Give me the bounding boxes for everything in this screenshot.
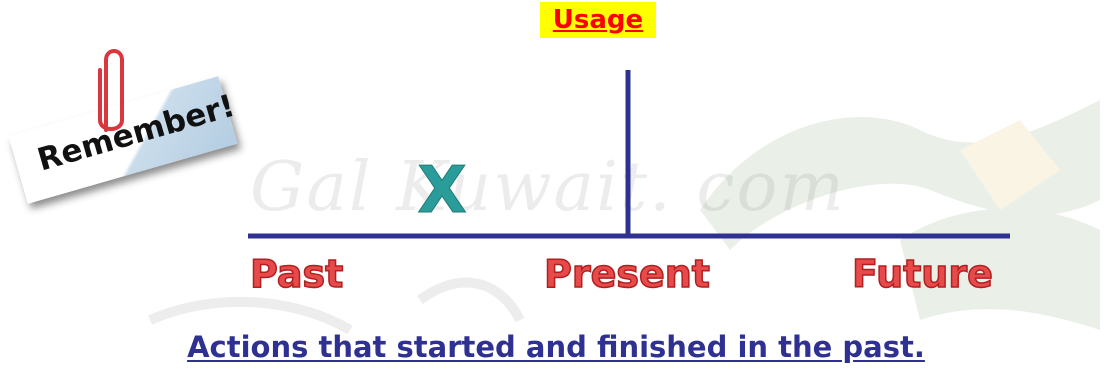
page-title: Usage	[540, 2, 656, 38]
x-marker-icon: X	[417, 158, 467, 218]
paperclip-icon	[98, 49, 124, 132]
label-future: Future	[851, 251, 993, 297]
usage-caption: Actions that started and finished in the…	[187, 330, 925, 364]
label-present: Present	[543, 251, 710, 297]
x-marker-text: X	[417, 158, 466, 218]
label-past: Past	[249, 251, 344, 297]
watermark-text: Gal Kuwait. com	[250, 148, 846, 227]
